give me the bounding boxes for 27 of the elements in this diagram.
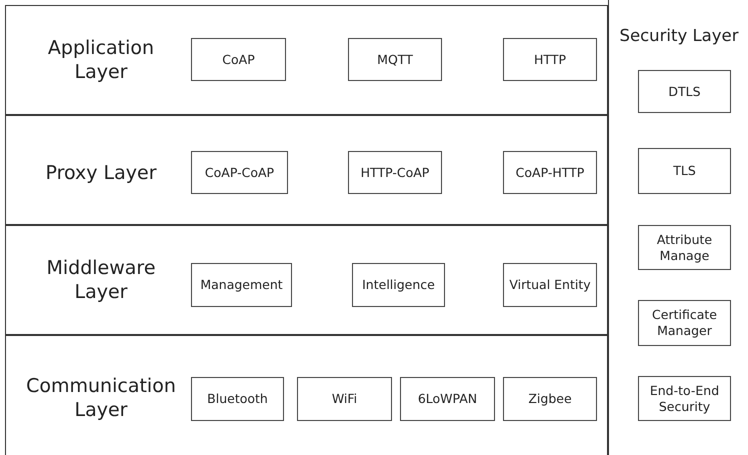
protocol-box: CoAP-HTTP [503,151,597,194]
layer-title: Communication Layer [25,374,177,422]
protocol-box: End-to-End Security [638,376,731,421]
protocol-box: MQTT [348,38,442,81]
protocol-box: HTTP [503,38,597,81]
layer-band [5,225,608,335]
protocol-box: Intelligence [352,263,445,307]
layer-band [5,335,608,455]
layer-title: Proxy Layer [44,161,158,185]
layer-title: Security Layer [618,25,740,47]
protocol-box: CoAP-CoAP [191,151,288,194]
protocol-box: HTTP-CoAP [348,151,442,194]
protocol-box: Certificate Manager [638,300,731,346]
protocol-box: WiFi [297,377,392,421]
protocol-box: CoAP [191,38,286,81]
protocol-box: Zigbee [503,377,597,421]
protocol-box: Management [191,263,292,307]
protocol-box: TLS [638,148,731,194]
protocol-box: Bluetooth [191,377,284,421]
protocol-box: Attribute Manage [638,225,731,270]
protocol-box: Virtual Entity [503,263,597,307]
layer-band [5,5,608,115]
protocol-box: 6LoWPAN [400,377,495,421]
layer-band [5,115,608,225]
layer-title: Middleware Layer [45,256,157,304]
layer-title: Application Layer [46,36,156,84]
protocol-box: DTLS [638,70,731,113]
